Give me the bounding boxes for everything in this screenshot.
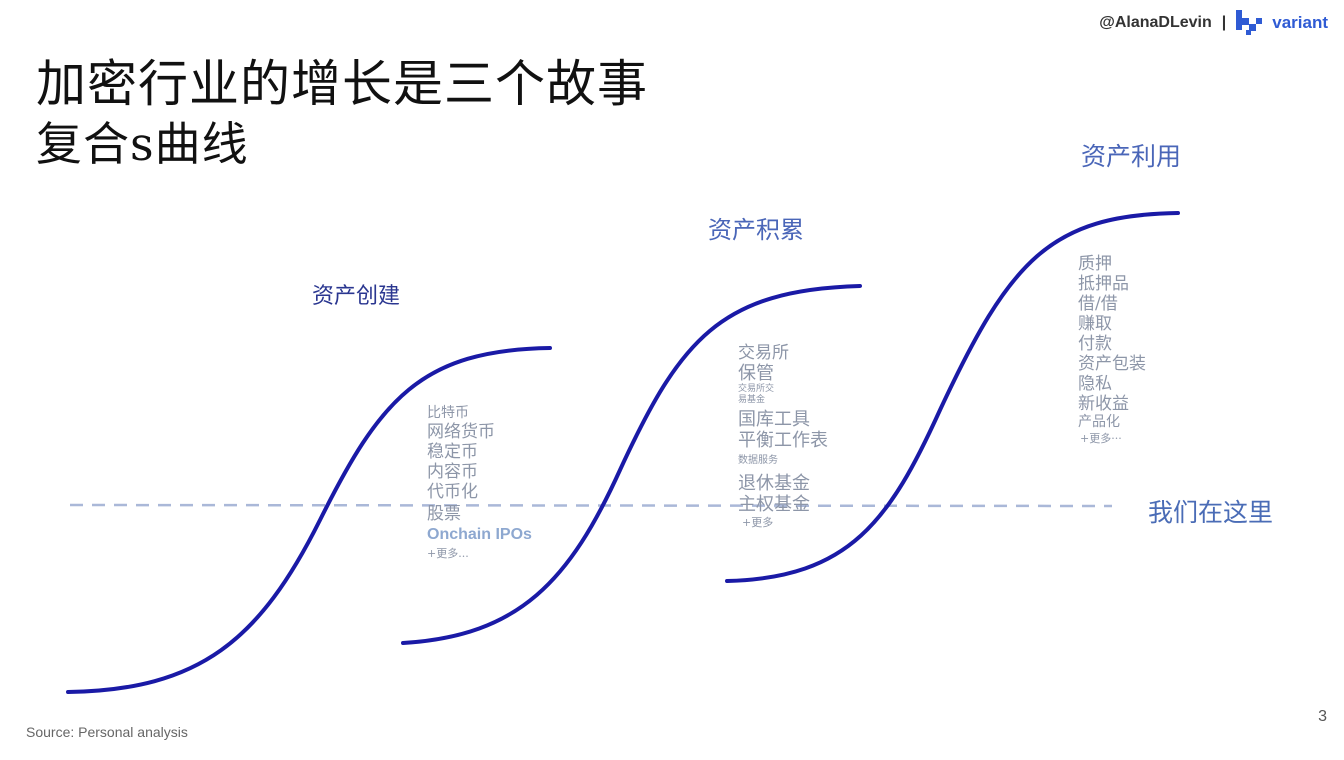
more-link: +更多... <box>427 547 469 560</box>
list-item: 产品化 <box>1078 414 1120 430</box>
asset-creation-list: 比特币 网络货币 稳定币 内容币 代币化 股票 Onchain IPOs +更多… <box>427 405 532 562</box>
list-item: 平衡工作表 <box>738 430 828 451</box>
list-item: 隐私 <box>1078 374 1112 394</box>
list-item: 保管 <box>738 363 774 384</box>
list-item: 股票 <box>427 504 461 524</box>
s-curve-asset-creation <box>66 346 552 694</box>
author-handle: @AlanaDLevin <box>1099 14 1212 31</box>
list-item: 交易所交 <box>738 384 775 394</box>
list-item: 比特币 <box>427 405 469 421</box>
list-item: 数据服务 <box>738 455 778 466</box>
list-item: 借/借 <box>1078 294 1118 314</box>
page-number: 3 <box>1318 708 1327 725</box>
brand-separator: | <box>1221 14 1227 31</box>
list-item: 付款 <box>1078 334 1112 354</box>
list-item: 抵押品 <box>1078 274 1129 294</box>
list-item: 网络货币 <box>427 422 495 442</box>
list-item: 交易所 <box>738 343 789 363</box>
list-item: 资产包装 <box>1078 354 1146 374</box>
list-item: 代币化 <box>427 482 478 502</box>
we-are-here-label: 我们在这里 <box>1148 498 1274 527</box>
slide-title: 加密行业的增长是三个故事 复合s曲线 <box>36 54 648 174</box>
s-curve-asset-accumulation <box>401 284 862 645</box>
variant-logo-icon <box>1236 10 1263 35</box>
title-line-1: 加密行业的增长是三个故事 <box>36 55 648 113</box>
list-item: 主权基金 <box>738 494 810 515</box>
list-item: 易基金 <box>738 395 766 405</box>
brand-name: variant <box>1272 13 1328 32</box>
list-item: 质押 <box>1078 254 1112 274</box>
source-note: Source: Personal analysis <box>26 724 188 740</box>
list-item: 内容币 <box>427 462 478 482</box>
s-curve-asset-utilization <box>725 211 1180 583</box>
more-link: +更多 <box>742 516 774 529</box>
more-link: +更多··· <box>1080 432 1122 445</box>
asset-utilization-list: 质押 抵押品 借/借 赚取 付款 资产包装 隐私 新收益 产品化 +更多··· <box>1078 254 1146 447</box>
title-line-2: 复合s曲线 <box>36 117 249 171</box>
list-item: 稳定币 <box>427 442 478 462</box>
asset-accumulation-list: 交易所 保管 交易所交 易基金 国库工具 平衡工作表 数据服务 退休基金 主权基… <box>738 343 828 531</box>
header-brand: @AlanaDLevin | variant <box>1099 10 1328 36</box>
we-are-here-dashed-line <box>69 503 1113 508</box>
list-item: Onchain IPOs <box>427 526 532 543</box>
list-item: 国库工具 <box>738 409 810 430</box>
list-item: 赚取 <box>1078 314 1112 334</box>
list-item: 退休基金 <box>738 473 810 494</box>
stage-label-asset-accumulation: 资产积累 <box>708 216 804 244</box>
stage-label-asset-utilization: 资产利用 <box>1081 142 1182 171</box>
variant-logo: variant <box>1236 10 1328 36</box>
list-item: 新收益 <box>1078 394 1129 414</box>
stage-label-asset-creation: 资产创建 <box>312 284 401 309</box>
